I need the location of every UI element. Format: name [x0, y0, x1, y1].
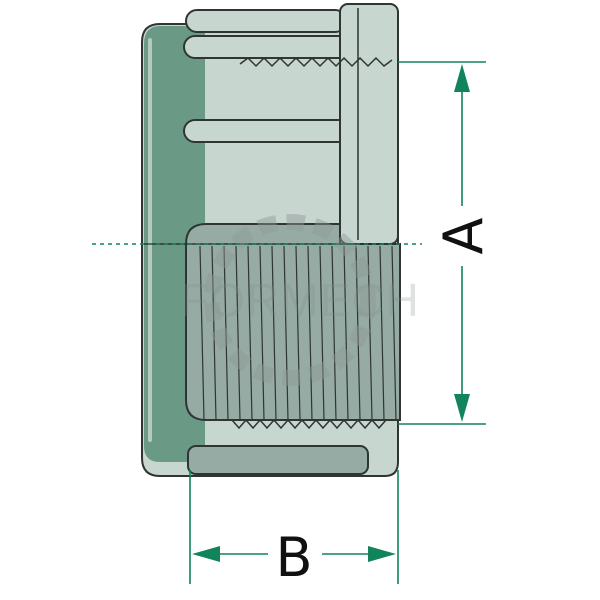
- cap-base-flange: [187, 445, 369, 475]
- watermark-text: FORMECH: [180, 274, 420, 326]
- dimension-a-top-arrow: [454, 64, 470, 92]
- internal-thread-lines: [199, 245, 397, 421]
- thread-line: [211, 245, 217, 421]
- thread-line: [223, 245, 229, 421]
- dimension-b-right-arrow: [368, 546, 396, 562]
- dimension-b-left-arrow: [192, 546, 220, 562]
- thread-line: [355, 245, 361, 421]
- thread-line: [391, 245, 397, 421]
- dimension-a-label: A: [432, 217, 495, 254]
- thread-line: [247, 245, 253, 421]
- upper-rib: [183, 35, 353, 59]
- thread-line: [319, 245, 325, 421]
- top-rib: [185, 9, 347, 33]
- dimension-a-bottom-arrow: [454, 394, 470, 422]
- dimension-a: A: [398, 61, 495, 425]
- formech-watermark: FORMECH: [180, 214, 420, 386]
- middle-rib: [183, 119, 353, 143]
- watermark-gear-icon: [204, 214, 376, 386]
- dimension-b-label: B: [275, 526, 312, 589]
- thread-line: [235, 245, 241, 421]
- thread-line: [379, 245, 385, 421]
- thread-line: [259, 245, 265, 421]
- thread-line: [271, 245, 277, 421]
- thread-line: [331, 245, 337, 421]
- dimension-b: B: [189, 470, 399, 589]
- external-thread-profile: [239, 56, 393, 68]
- thread-bottom-serration: [231, 418, 387, 430]
- dimension-b-label-bg: [268, 524, 322, 584]
- cap-rim: [339, 3, 399, 245]
- thread-line: [295, 245, 301, 421]
- cap-upper-section: [183, 3, 399, 245]
- thread-line: [343, 245, 349, 421]
- thread-line: [367, 245, 373, 421]
- thread-line: [199, 245, 205, 421]
- thread-line: [283, 245, 289, 421]
- dimension-a-label-bg: [436, 206, 488, 266]
- thread-line: [307, 245, 313, 421]
